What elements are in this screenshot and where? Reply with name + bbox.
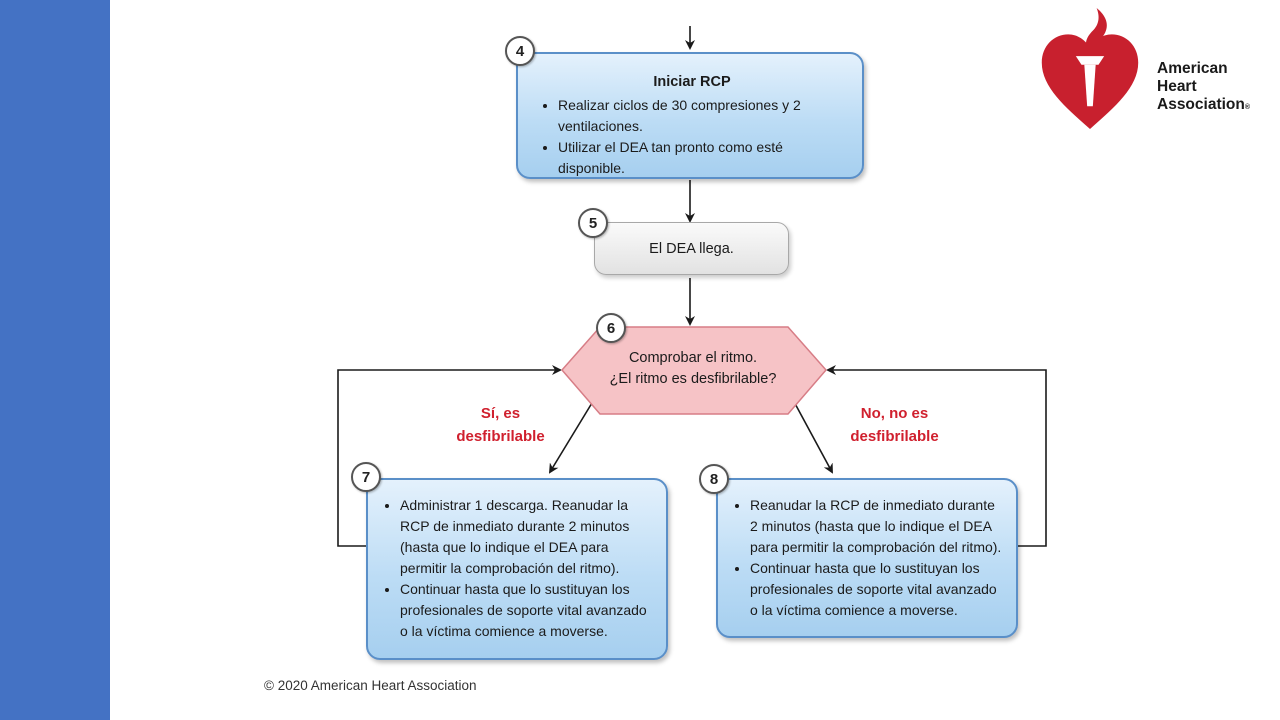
step-4-title: Iniciar RCP: [653, 74, 731, 90]
copyright-notice: © 2020 American Heart Association: [264, 678, 477, 693]
step-6-line-2: ¿El ritmo es desfibrilable?: [609, 371, 777, 387]
step-4-number: 4: [505, 36, 535, 66]
step-4-bullet-2: Utilizar el DEA tan pronto como esté dis…: [558, 137, 846, 179]
step-7-bullets: Administrar 1 descarga. Reanudar la RCP …: [380, 495, 654, 642]
step-6-number: 6: [596, 313, 626, 343]
logo-wordmark: American Heart Association®: [1157, 60, 1250, 117]
logo-line-3: Association®: [1157, 96, 1250, 117]
branch-no-line-1: No, no es: [860, 405, 929, 422]
branch-label-yes: Sí, es desfibrilable: [438, 402, 563, 448]
step-7-number: 7: [351, 462, 381, 492]
step-8-bullet-1: Reanudar la RCP de inmediato durante 2 m…: [750, 495, 1004, 558]
step-8-bullets: Reanudar la RCP de inmediato durante 2 m…: [730, 495, 1004, 621]
step-5-box: El DEA llega.: [594, 222, 789, 275]
step-8-bullet-2: Continuar hasta que lo sustituyan los pr…: [750, 558, 1004, 621]
branch-yes-line-1: Sí, es: [480, 405, 521, 422]
loop-8-to-6: [826, 365, 1047, 547]
branch-yes-line-2: desfibrilable: [456, 428, 545, 445]
step-8-number: 8: [699, 464, 729, 494]
step-5-number: 5: [578, 208, 608, 238]
step-4-box: Iniciar RCP Realizar ciclos de 30 compre…: [516, 52, 864, 179]
step-6-line-1: Comprobar el ritmo.: [628, 350, 758, 366]
registered-mark: ®: [1244, 104, 1251, 111]
heart-torch-icon: [1041, 7, 1139, 129]
branch-no-line-2: desfibrilable: [850, 428, 939, 445]
sidebar-accent: [0, 0, 110, 720]
branch-label-no: No, no es desfibrilable: [832, 402, 957, 448]
loop-7-to-6: [337, 365, 562, 547]
step-7-bullet-1: Administrar 1 descarga. Reanudar la RCP …: [400, 495, 654, 579]
step-4-bullet-1: Realizar ciclos de 30 compresiones y 2 v…: [558, 95, 846, 137]
logo-line-3-text: Association: [1157, 96, 1245, 113]
logo-line-1: American: [1157, 60, 1228, 77]
logo-line-2: Heart: [1157, 78, 1197, 95]
step-5-text: El DEA llega.: [649, 240, 734, 257]
step-8-box: Reanudar la RCP de inmediato durante 2 m…: [716, 478, 1018, 638]
arrow-6-to-8: [791, 397, 833, 474]
step-4-bullets: Realizar ciclos de 30 compresiones y 2 v…: [538, 95, 846, 179]
step-7-bullet-2: Continuar hasta que lo sustituyan los pr…: [400, 579, 654, 642]
step-7-box: Administrar 1 descarga. Reanudar la RCP …: [366, 478, 668, 660]
step-6-text: Comprobar el ritmo. ¿El ritmo es desfibr…: [575, 348, 811, 390]
arrow-6-to-7: [548, 397, 596, 474]
